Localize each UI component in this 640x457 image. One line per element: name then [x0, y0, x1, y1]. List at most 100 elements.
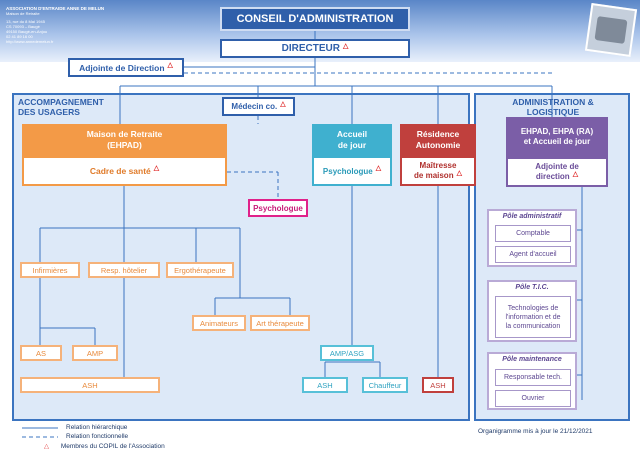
ouvrier-box: Ouvrier	[495, 390, 571, 407]
as-box: AS	[20, 345, 62, 361]
residence-autonomie-header: Résidence Autonomie	[400, 124, 476, 156]
ergotherapeute-label: Ergothérapeute	[174, 265, 226, 275]
legend-fonctionnelle: Relation fonctionnelle	[66, 433, 128, 440]
adjointe-direction-box: Adjointe de Direction △	[68, 58, 184, 77]
legend-copil-label: Membres du COPIL de l'Association	[60, 443, 165, 450]
ash-residence-label: ASH	[430, 380, 446, 390]
amp-asg-label: AMP/ASG	[329, 348, 365, 358]
adjointe-admin-line2: direction	[535, 171, 570, 181]
accompagnement-title: ACCOMPAGNEMENT DES USAGERS	[18, 97, 104, 117]
pole-maintenance-title: Pôle maintenance	[502, 356, 562, 363]
cadre-sante-label: Cadre de santé	[89, 166, 151, 176]
amp-box: AMP	[72, 345, 118, 361]
amp-asg-box: AMP/ASG	[320, 345, 374, 361]
accueil-jour-header: Accueil de jour	[312, 124, 392, 156]
ehpad-admin-line1: EHPAD, EHPA (RA)	[520, 127, 594, 136]
maison-retraite-line1: Maison de Retraite	[86, 129, 163, 139]
medecin-label: Médecin co.	[231, 102, 278, 111]
residence-line1: Résidence	[416, 129, 460, 139]
copil-triangle-icon: △	[375, 165, 382, 172]
psychologue-ehpad-box: Psychologue	[248, 199, 308, 217]
pole-tic: Pôle T.I.C. Technologies de l'informatio…	[487, 280, 577, 342]
ash-accueil-label: ASH	[317, 380, 333, 390]
footer-date: Organigramme mis à jour le 21/12/2021	[478, 428, 593, 435]
ash-accueil-box: ASH	[302, 377, 348, 393]
art-therapeute-label: Art thérapeute	[256, 318, 304, 328]
org-address-3: 49150 Baugé-en-Anjou	[6, 29, 48, 34]
copil-triangle-icon: △	[572, 170, 579, 178]
chauffeur-label: Chauffeur	[368, 380, 402, 390]
ergotherapeute-box: Ergothérapeute	[166, 262, 234, 278]
tic-line3: la communication	[505, 322, 561, 330]
legend-hierarchique: Relation hiérarchique	[66, 424, 127, 431]
adjointe-admin-line1: Adjointe de	[535, 161, 579, 171]
adjointe-direction-label: Adjointe de Direction	[79, 62, 165, 73]
psychologue-ehpad-label: Psychologue	[253, 203, 303, 213]
psychologue-accueil-box: Psychologue △	[312, 156, 392, 186]
pole-maintenance: Pôle maintenance Responsable tech. Ouvri…	[487, 352, 577, 410]
org-name: ASSOCIATION D'ENTRAIDE ANNE DE MELUN	[6, 6, 105, 11]
org-subtitle: Maison de Retraite	[6, 11, 40, 16]
tic-line1: Technologies de	[507, 304, 559, 312]
ash-ehpad-box: ASH	[20, 377, 160, 393]
copil-triangle-icon: △	[456, 169, 462, 177]
adjointe-admin-box: Adjointe de direction△	[506, 157, 608, 187]
accompagnement-title-line1: ACCOMPAGNEMENT	[18, 97, 104, 107]
directeur-label: DIRECTEUR	[281, 43, 340, 54]
org-phone: 02 41 89 16 00	[6, 34, 33, 39]
comptable-label: Comptable	[516, 230, 550, 237]
accompagnement-title-line2: DES USAGERS	[18, 107, 80, 117]
legend-copil: △ Membres du COPIL de l'Association	[44, 442, 165, 450]
art-therapeute-box: Art thérapeute	[250, 315, 310, 331]
cadre-sante-box: Cadre de santé △	[22, 156, 227, 186]
animateurs-box: Animateurs	[192, 315, 246, 331]
accueil-jour-line1: Accueil	[336, 129, 368, 139]
tic-box: Technologies de l'information et de la c…	[495, 296, 571, 338]
maison-retraite-line2: (EHPAD)	[107, 140, 142, 150]
resp-hotelier-label: Resp. hôtelier	[100, 265, 148, 275]
chauffeur-box: Chauffeur	[362, 377, 408, 393]
ash-ehpad-label: ASH	[82, 380, 98, 390]
resp-hotelier-box: Resp. hôtelier	[88, 262, 160, 278]
pole-tic-title: Pôle T.I.C.	[515, 284, 549, 291]
as-label: AS	[35, 348, 46, 358]
copil-triangle-icon: △	[280, 100, 286, 108]
copil-triangle-icon: △	[342, 42, 349, 50]
animateurs-label: Animateurs	[200, 318, 238, 328]
legend-triangle-icon: △	[44, 443, 49, 450]
accueil-jour-line2: de jour	[337, 140, 367, 150]
administration-title-line1: ADMINISTRATION &	[512, 97, 594, 107]
legend-hierarchique-label: Relation hiérarchique	[66, 424, 128, 431]
organization-info: ASSOCIATION D'ENTRAIDE ANNE DE MELUN Mai…	[6, 6, 126, 44]
comptable-box: Comptable	[495, 225, 571, 242]
medecin-coordonnateur-box: Médecin co. △	[222, 97, 295, 116]
org-address-1: 13, rue du 8 Mai 1945	[6, 19, 45, 24]
directeur-box: DIRECTEUR △	[220, 39, 410, 58]
agent-accueil-box: Agent d'accueil	[495, 246, 571, 263]
ehpad-admin-line2: et Accueil de jour	[523, 137, 591, 146]
footer-date-label: Organigramme mis à jour le 21/12/2021	[478, 428, 593, 435]
residence-line2: Autonomie	[415, 140, 461, 150]
maison-retraite-header: Maison de Retraite (EHPAD)	[22, 124, 227, 156]
conseil-administration-label: CONSEIL D'ADMINISTRATION	[236, 13, 394, 25]
pole-administratif-title: Pôle administratif	[502, 213, 562, 220]
copil-triangle-icon: △	[167, 61, 173, 69]
responsable-tech-box: Responsable tech.	[495, 369, 571, 386]
ash-residence-box: ASH	[422, 377, 454, 393]
copil-triangle-icon: △	[153, 165, 160, 172]
ehpad-admin-header: EHPAD, EHPA (RA) et Accueil de jour	[506, 117, 608, 157]
maitresse-line1: Maîtresse	[419, 160, 457, 170]
responsable-tech-label: Responsable tech.	[504, 374, 562, 381]
administration-title: ADMINISTRATION & LOGISTIQUE	[480, 97, 626, 117]
pole-administratif: Pôle administratif Comptable Agent d'acc…	[487, 209, 577, 267]
infirmieres-box: Infirmières	[20, 262, 80, 278]
tic-line2: l'information et de	[505, 313, 561, 321]
amp-label: AMP	[86, 348, 104, 358]
infirmieres-label: Infirmières	[32, 265, 68, 275]
administration-title-line2: LOGISTIQUE	[526, 107, 580, 117]
agent-accueil-label: Agent d'accueil	[509, 251, 557, 258]
org-website: http://www.annedemelun.fr	[6, 39, 54, 44]
psychologue-accueil-label: Psychologue	[322, 166, 373, 176]
ouvrier-label: Ouvrier	[521, 395, 545, 402]
